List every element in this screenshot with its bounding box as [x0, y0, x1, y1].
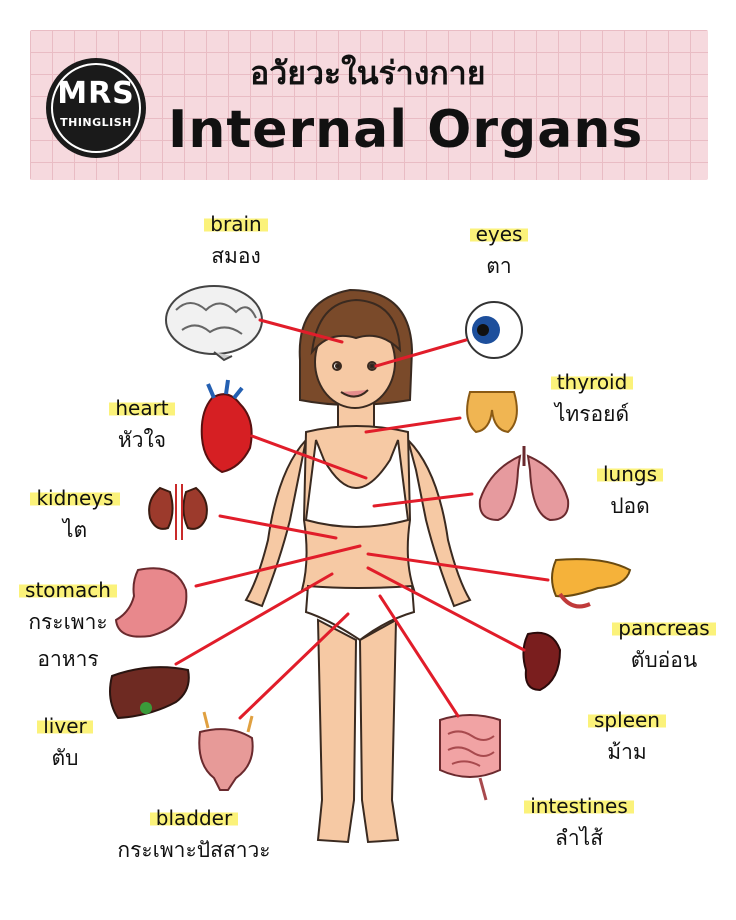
label-brain-en: brain [204, 212, 268, 236]
kidneys-icon [148, 484, 208, 540]
label-lungs: lungs ปอด [590, 462, 670, 523]
label-stomach-en: stomach [19, 578, 117, 602]
label-bladder-th: กระเพาะปัสสาวะ [117, 838, 271, 862]
title-banner [30, 30, 708, 180]
label-intestines: intestines ลำไส้ [516, 794, 642, 855]
label-pancreas: pancreas ตับอ่อน [606, 616, 722, 677]
label-bladder: bladder กระเพาะปัสสาวะ [96, 806, 292, 867]
label-stomach-th: กระเพาะ [28, 610, 108, 634]
label-eyes: eyes ตา [454, 222, 544, 283]
pointer-lines [174, 318, 550, 720]
stomach-icon [114, 567, 188, 638]
title-thai: อวัยวะในร่างกาย [250, 54, 486, 92]
label-spleen-en: spleen [588, 708, 666, 732]
brain-icon [165, 285, 263, 362]
label-pancreas-en: pancreas [612, 616, 716, 640]
label-stomach: stomach กระเพาะ อาหาร [10, 578, 126, 676]
label-spleen: spleen ม้าม [582, 708, 672, 769]
label-bladder-en: bladder [149, 806, 239, 830]
pancreas-icon [551, 558, 632, 609]
label-kidneys: kidneys ไต [20, 486, 130, 547]
thyroid-icon [466, 391, 518, 434]
label-lungs-th: ปอด [610, 494, 650, 518]
girl-figure [244, 288, 472, 844]
label-lungs-en: lungs [596, 462, 664, 486]
bladder-icon [198, 711, 254, 791]
title-english: Internal Organs [168, 100, 644, 160]
label-liver-th: ตับ [51, 746, 79, 770]
label-thyroid-en: thyroid [550, 370, 634, 394]
liver-icon [109, 666, 190, 720]
label-spleen-th: ม้าม [607, 740, 647, 764]
logo-line2: THINGLISH [60, 116, 132, 129]
intestines-icon [439, 714, 501, 801]
label-thyroid: thyroid ไทรอยด์ [544, 370, 640, 431]
label-intestines-en: intestines [524, 794, 634, 818]
logo-line1: MRS [57, 76, 135, 111]
label-eyes-th: ตา [486, 254, 512, 278]
lungs-icon [478, 446, 570, 522]
label-heart: heart หัวใจ [102, 396, 182, 457]
heart-icon [200, 379, 253, 474]
label-thyroid-th: ไทรอยด์ [554, 402, 630, 426]
label-brain-th: สมอง [211, 244, 261, 268]
label-pancreas-th: ตับอ่อน [630, 648, 698, 672]
label-heart-en: heart [109, 396, 175, 420]
label-liver: liver ตับ [30, 714, 100, 775]
label-heart-th: หัวใจ [117, 428, 167, 452]
label-kidneys-th: ไต [62, 518, 88, 542]
brand-logo: MRS THINGLISH [46, 58, 146, 158]
label-eyes-en: eyes [469, 222, 529, 246]
label-brain: brain สมอง [196, 212, 276, 273]
label-intestines-th: ลำไส้ [554, 826, 604, 850]
spleen-icon [522, 631, 562, 692]
logo-ring [51, 63, 141, 153]
label-stomach-th2: อาหาร [37, 647, 99, 671]
label-kidneys-en: kidneys [30, 486, 120, 510]
eye-icon [465, 301, 523, 359]
label-liver-en: liver [37, 714, 93, 738]
